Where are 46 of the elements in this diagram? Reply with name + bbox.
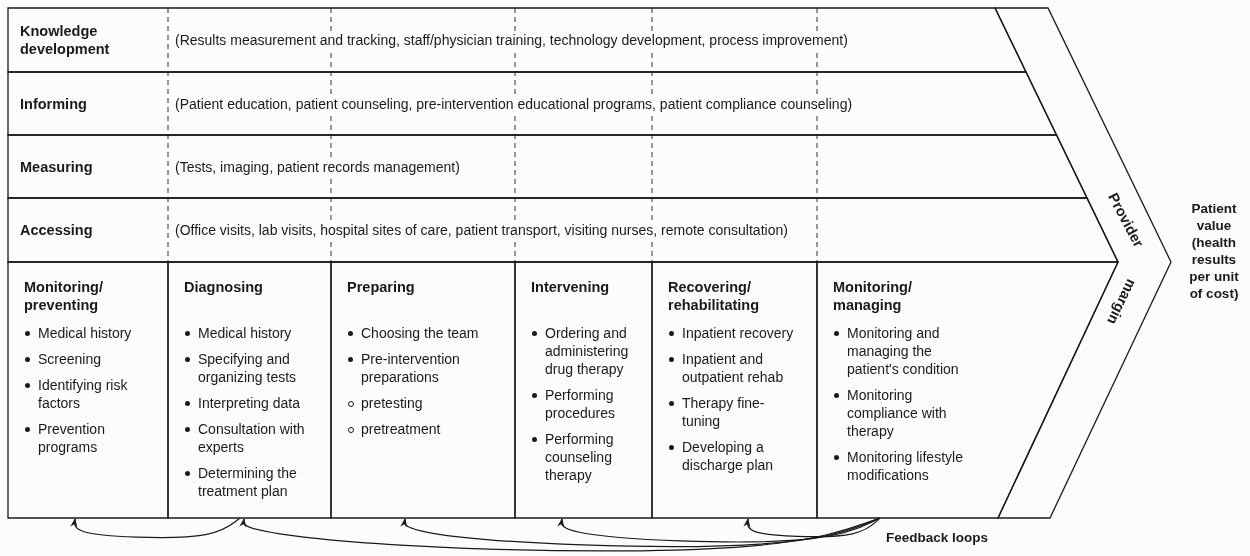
bullet-item: Ordering and administering drug therapy (531, 324, 643, 378)
bullet-item: Identifying risk factors (24, 376, 134, 412)
bullet-item: Interpreting data (184, 394, 312, 412)
margin-chevron (995, 8, 1171, 518)
bullet-item: Performing procedures (531, 386, 643, 422)
care-stage-column (8, 262, 168, 518)
bullet-item: Pre-intervention preparations (347, 350, 507, 386)
row-heading: Accessing (20, 221, 94, 239)
bullet-item: Determining the treatment plan (184, 464, 312, 500)
stage-heading: Preparing (347, 278, 416, 297)
care-stage-column (652, 262, 817, 518)
sub-bullet-item: pretreatment (347, 420, 507, 438)
bullet-item: Monitoring lifestyle modifications (833, 448, 973, 484)
feedback-label: Feedback loops (886, 529, 990, 546)
stage-heading: Recovering/ rehabilitating (668, 278, 761, 314)
feedback-arrow (557, 517, 881, 543)
care-stage-column (331, 262, 515, 518)
care-stage-column (168, 262, 331, 518)
bullet-item: Performing counseling therapy (531, 430, 643, 484)
row-heading: Measuring (20, 157, 94, 176)
bullet-item: Developing a discharge plan (668, 438, 798, 474)
feedback-arrow (743, 517, 881, 538)
bullet-item: Choosing the team (347, 324, 507, 342)
row-heading: Knowledge development (20, 22, 111, 58)
row-description: (Results measurement and tracking, staff/physician training, technology development, process improvement) (174, 31, 849, 49)
feedback-arrow (70, 517, 241, 539)
bullet-item: Monitoring compliance with therapy (833, 386, 973, 440)
bullet-item: Medical history (24, 324, 134, 342)
care-stage-column (515, 262, 652, 518)
bullet-item: Prevention programs (24, 420, 134, 456)
sub-bullet-item: pretesting (347, 394, 507, 412)
bullet-item: Consultation with experts (184, 420, 312, 456)
bullet-item: Specifying and organizing tests (184, 350, 312, 386)
bullet-item: Inpatient recovery (668, 324, 798, 342)
bullet-item: Therapy fine-tuning (668, 394, 798, 430)
stage-heading: Monitoring/ preventing (24, 278, 104, 314)
bullet-item: Monitoring and managing the patient's condition (833, 324, 973, 378)
row-description: (Office visits, lab visits, hospital sites of care, patient transport, visiting nurses, remote consultation) (174, 221, 789, 239)
bullet-item: Inpatient and outpatient rehab (668, 350, 798, 386)
stage-heading: Diagnosing (184, 278, 264, 297)
row-heading: Informing (20, 94, 88, 113)
stage-heading: Monitoring/ managing (833, 278, 913, 314)
patient-value-label: Patient value (health results per unit of cost) (1188, 200, 1240, 302)
bullet-item: Medical history (184, 324, 312, 342)
stage-heading: Intervening (531, 278, 611, 297)
bullet-item: Screening (24, 350, 134, 368)
